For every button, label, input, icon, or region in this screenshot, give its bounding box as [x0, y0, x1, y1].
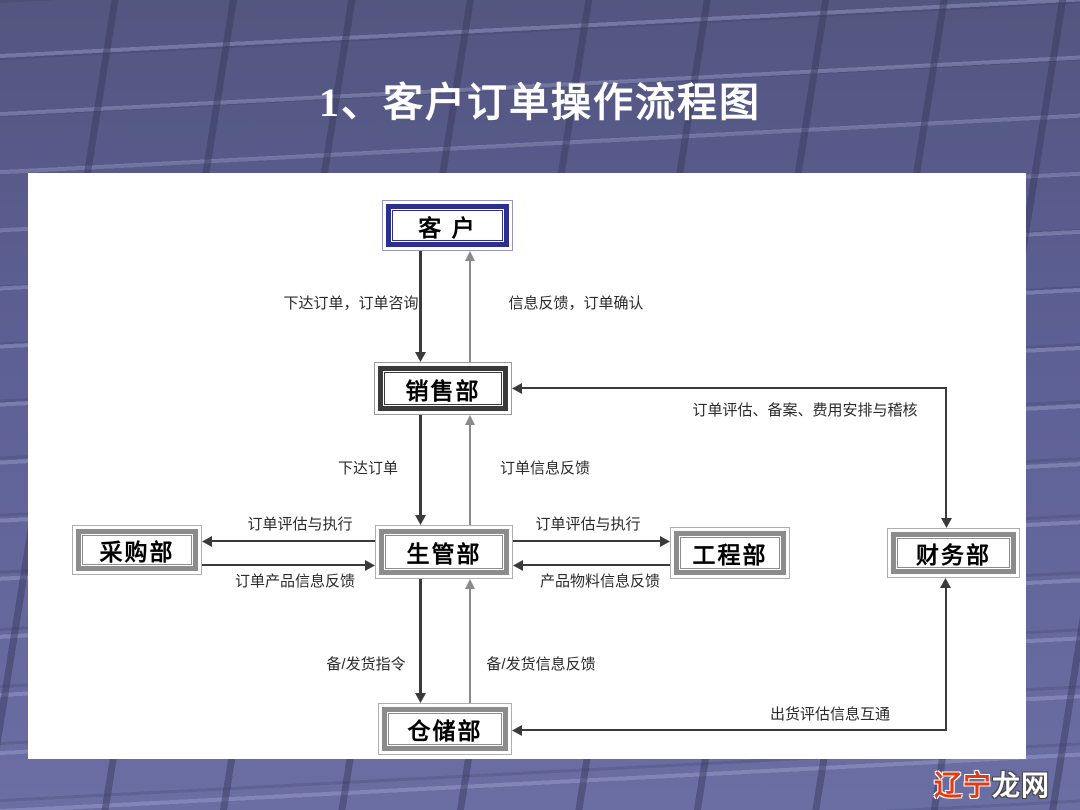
edge-label-finance-to-sales: 订单评估、备案、费用安排与稽核 — [692, 402, 918, 419]
flowchart-panel: 客 户 销售部 生管部 采购部 工程部 — [28, 173, 1026, 759]
arrow-finance-warehouse-vline — [945, 588, 947, 731]
arrow-purchasing-to-production-line — [202, 564, 365, 566]
edge-label-sales-to-customer: 信息反馈，订单确认 — [508, 295, 644, 312]
node-sales-label: 销售部 — [405, 377, 481, 404]
arrow-finance-to-sales-vline — [945, 387, 947, 518]
node-warehouse-label: 仓储部 — [407, 718, 483, 744]
arrow-up-head-icon — [465, 579, 475, 589]
node-warehouse: 仓储部 — [378, 703, 512, 755]
arrow-production-to-engineering-line — [513, 540, 660, 542]
node-production-frame: 生管部 — [379, 529, 509, 575]
node-finance-frame: 财务部 — [891, 532, 1016, 574]
node-purchasing-frame: 采购部 — [76, 529, 198, 571]
edge-label-sales-to-production: 下达订单 — [337, 460, 399, 477]
arrow-down-head-icon — [941, 518, 952, 528]
node-customer-frame: 客 户 — [386, 204, 509, 247]
node-production: 生管部 — [375, 525, 513, 579]
arrow-down-head-icon — [415, 515, 426, 525]
node-customer: 客 户 — [382, 200, 513, 251]
arrow-sales-to-customer-line — [469, 261, 471, 362]
arrow-finance-warehouse-hline — [522, 729, 947, 731]
node-customer-label: 客 户 — [418, 214, 477, 241]
node-finance-label: 财务部 — [916, 542, 991, 568]
arrow-left-head-icon — [513, 560, 523, 571]
edge-label-production-to-sales: 订单信息反馈 — [499, 460, 591, 477]
edge-label-production-to-warehouse: 备/发货指令 — [326, 656, 406, 673]
arrow-left-head-icon — [202, 536, 212, 547]
arrow-up-head-icon — [940, 578, 951, 588]
site-watermark: 辽宁龙网 — [934, 764, 1050, 804]
node-production-label: 生管部 — [406, 541, 482, 567]
arrow-finance-to-sales-hline — [522, 387, 947, 389]
arrow-left-head-icon — [512, 383, 522, 394]
arrow-sales-to-production-line — [419, 415, 422, 515]
arrow-right-head-icon — [365, 560, 375, 571]
page-title: 1、客户订单操作流程图 — [319, 80, 761, 125]
arrow-up-head-icon — [465, 251, 475, 261]
edge-label-warehouse-finance: 出货评估信息互通 — [769, 706, 891, 723]
node-engineering: 工程部 — [670, 527, 790, 579]
node-warehouse-frame: 仓储部 — [382, 707, 508, 751]
edge-label-production-to-purchasing: 订单评估与执行 — [247, 516, 353, 533]
node-sales: 销售部 — [374, 362, 512, 415]
arrow-left-head-icon — [512, 725, 522, 736]
watermark-prefix: 辽宁 — [933, 770, 992, 801]
edge-label-purchasing-to-production: 订单产品信息反馈 — [234, 573, 356, 590]
edge-label-warehouse-to-production: 备/发货信息反馈 — [486, 656, 596, 673]
edge-label-production-to-engineering: 订单评估与执行 — [535, 516, 641, 533]
node-engineering-label: 工程部 — [692, 542, 768, 568]
edge-label-customer-to-sales: 下达订单，订单咨询 — [283, 295, 419, 312]
arrow-right-head-icon — [660, 536, 670, 547]
edge-label-engineering-to-production: 产品物料信息反馈 — [539, 573, 661, 590]
arrow-production-to-warehouse-line — [419, 579, 422, 693]
arrow-down-head-icon — [415, 693, 426, 703]
node-finance: 财务部 — [887, 528, 1020, 578]
node-engineering-frame: 工程部 — [674, 531, 786, 575]
arrow-down-head-icon — [415, 352, 426, 362]
node-purchasing-label: 采购部 — [99, 539, 175, 565]
arrow-warehouse-to-production-line — [469, 589, 471, 703]
arrow-engineering-to-production-line — [523, 564, 670, 566]
arrow-customer-to-sales-line — [419, 251, 422, 353]
node-purchasing: 采购部 — [72, 525, 202, 575]
arrow-production-to-purchasing-line — [212, 540, 375, 542]
arrow-up-head-icon — [465, 415, 475, 425]
arrow-production-to-sales-line — [469, 425, 471, 525]
node-sales-frame: 销售部 — [378, 366, 508, 411]
watermark-suffix: 龙网 — [991, 770, 1050, 801]
